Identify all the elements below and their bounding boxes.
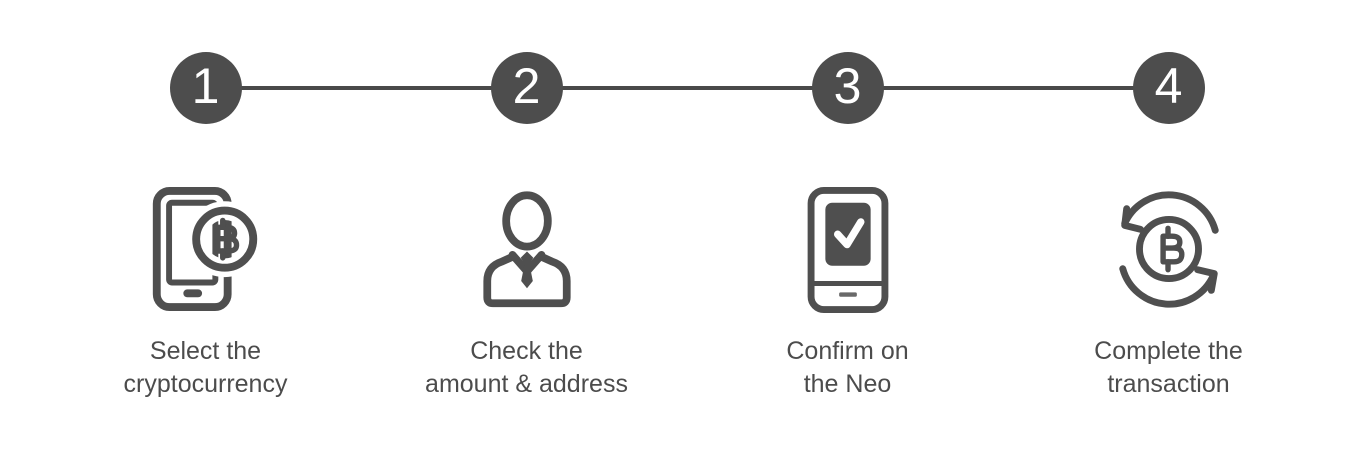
step-1-label-line2: cryptocurrency [123,370,288,398]
step-3-label-line2: the Neo [803,370,892,398]
step-3-circle: 3 [811,52,884,124]
step-1-number: 1 [191,58,220,114]
smartphone-bitcoin-icon [151,185,261,315]
step-4-number: 4 [1154,58,1183,114]
step-1-circle: 1 [169,52,242,124]
person-tie-icon [475,185,579,315]
step-2: 2 Check the amount & address [366,0,687,401]
step-1-label: Select the cryptocurrency [124,335,288,401]
step-3-label-line1: Confirm on [786,337,909,365]
step-4-circle: 4 [1132,52,1205,124]
step-2-label: Check the amount & address [425,335,628,401]
step-1-label-line1: Select the [149,337,262,365]
device-checkmark-icon [806,185,890,315]
step-4-label-line1: Complete the [1094,337,1243,365]
step-2-label-line1: Check the [470,337,583,365]
steps-row: 1 S [45,0,1329,401]
bitcoin-refresh-icon [1111,185,1227,315]
step-4: 4 Complete the tr [1008,0,1329,401]
step-2-label-line2: amount & address [425,370,628,398]
step-2-number: 2 [512,58,541,114]
step-1: 1 S [45,0,366,401]
step-3: 3 Confirm on the Neo [687,0,1008,401]
step-4-label-line2: transaction [1107,370,1230,398]
step-connector-line [206,86,1168,90]
step-3-number: 3 [833,58,862,114]
step-3-label: Confirm on the Neo [786,335,908,401]
step-4-label: Complete the transaction [1094,335,1243,401]
step-2-circle: 2 [490,52,563,124]
